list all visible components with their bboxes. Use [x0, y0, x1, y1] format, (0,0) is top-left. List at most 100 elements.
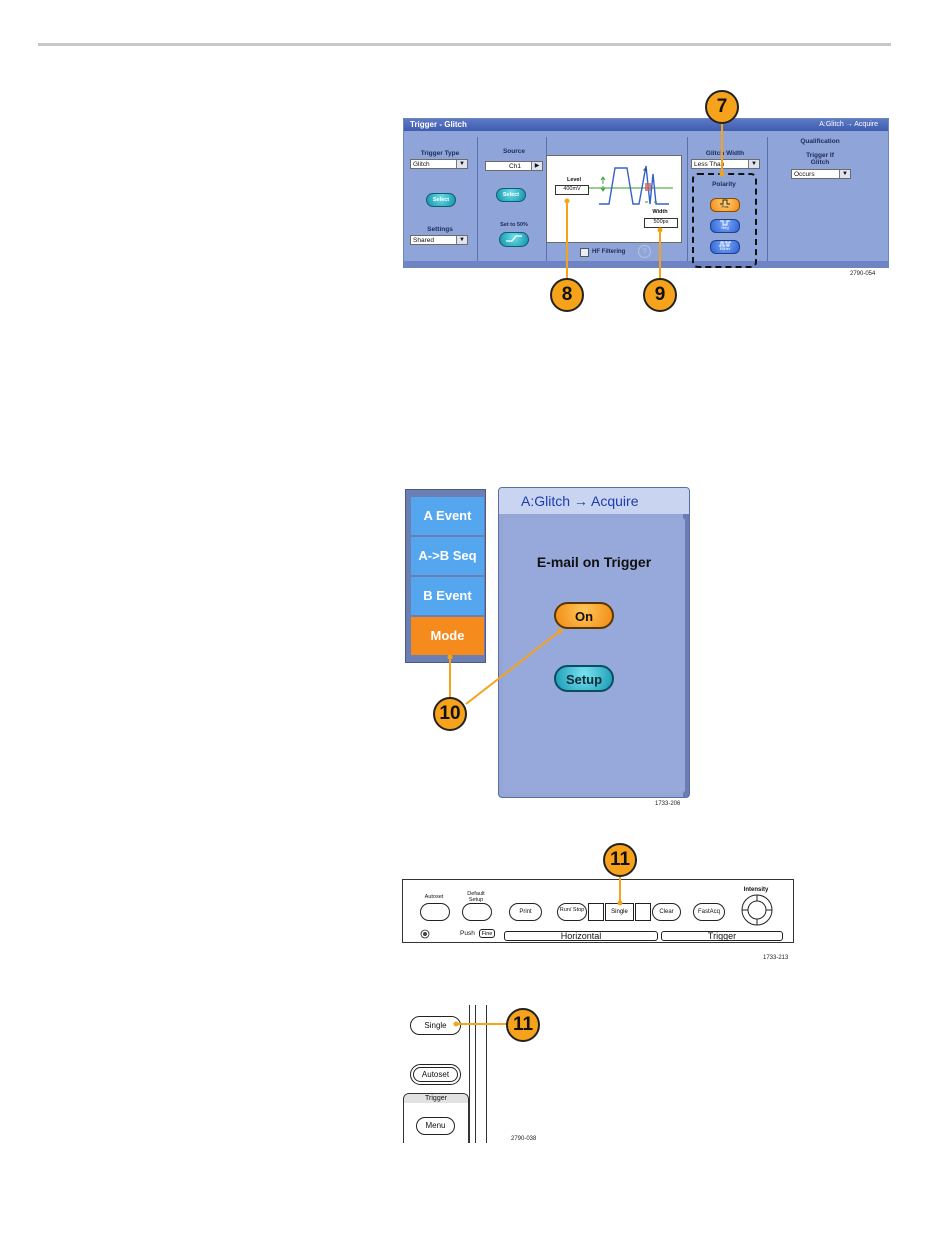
- trigger-type-dropdown[interactable]: Glitch ▼: [410, 159, 468, 169]
- glitch-label: Glitch: [810, 159, 830, 166]
- callout-leader-lines: [617, 870, 623, 906]
- callout-8: 8: [550, 278, 584, 312]
- side-button-a-b-seq[interactable]: A->B Seq: [411, 537, 484, 575]
- fine-button[interactable]: Fine: [479, 929, 495, 938]
- negative-pulse-icon: [720, 220, 730, 226]
- autoset-button[interactable]: Autoset: [413, 1067, 458, 1082]
- trigger-section-label: Trigger: [661, 931, 783, 941]
- polarity-either-button[interactable]: Either: [710, 240, 740, 254]
- mode-panel-header: A:Glitch → Acquire: [499, 488, 689, 514]
- email-setup-button[interactable]: Setup: [554, 665, 614, 692]
- side-button-mode[interactable]: Mode: [411, 617, 484, 655]
- polarity-either-label: Either: [719, 246, 731, 251]
- power-icon: [420, 929, 430, 939]
- callout-leader-lines: [447, 628, 563, 705]
- callout-leader-lines: [453, 1021, 508, 1027]
- side-button-a-event[interactable]: A Event: [411, 497, 484, 535]
- trigger-tab-label: Trigger: [404, 1094, 468, 1103]
- email-on-button[interactable]: On: [554, 602, 614, 629]
- settings-label: Settings: [427, 226, 453, 233]
- level-value[interactable]: 400mV: [555, 185, 589, 195]
- width-label: Width: [652, 209, 668, 215]
- default-setup-label: Default Setup: [467, 891, 485, 903]
- glitch-waveform-graphic: [583, 165, 673, 205]
- trigger-if-value: Occurs: [794, 171, 815, 178]
- callout-11: 11: [506, 1008, 540, 1042]
- menu-button[interactable]: Menu: [416, 1117, 455, 1135]
- autoset-button[interactable]: [420, 903, 450, 921]
- horizontal-section-label: Horizontal: [504, 931, 658, 941]
- polarity-pos-button[interactable]: Pos: [710, 198, 740, 212]
- glitch-width-dropdown[interactable]: Less Than ▼: [691, 159, 760, 169]
- figure-number: 2790-054: [850, 271, 876, 277]
- glitch-width-label: Glitch Width: [705, 150, 745, 157]
- intensity-knob-icon[interactable]: [740, 893, 774, 927]
- divider: [687, 137, 688, 265]
- push-label: Push: [460, 930, 475, 937]
- polarity-label: Polarity: [712, 181, 736, 188]
- chevron-right-icon: ▶: [531, 162, 542, 170]
- qualification-label: Qualification: [800, 138, 840, 145]
- polarity-neg-label: Neg: [721, 225, 729, 230]
- figure-number: 1733-213: [763, 955, 789, 961]
- set-to-50-button[interactable]: [499, 232, 529, 247]
- mode-panel-body: [503, 518, 685, 793]
- autoset-label: Autoset: [424, 894, 444, 900]
- trigger-type-value: Glitch: [413, 161, 430, 168]
- bezel-line: [486, 1005, 487, 1143]
- figure-number: 1733-206: [655, 801, 681, 807]
- settings-dropdown[interactable]: Shared ▼: [410, 235, 468, 245]
- mode-panel: A:Glitch → Acquire E-mail on Trigger On …: [498, 487, 690, 798]
- bezel-line: [469, 1005, 470, 1143]
- default-setup-button[interactable]: [462, 903, 492, 921]
- trigger-type-label: Trigger Type: [420, 150, 460, 157]
- source-select-button[interactable]: Select: [496, 188, 526, 202]
- positive-pulse-icon: [720, 199, 730, 205]
- chevron-down-icon: ▼: [456, 236, 467, 244]
- either-pulse-icon: [719, 241, 731, 247]
- figure-number: 2790-038: [511, 1136, 537, 1142]
- callout-11: 11: [603, 843, 637, 877]
- level-label: Level: [566, 177, 582, 183]
- trigger-group-frame: [403, 1093, 469, 1143]
- trigger-type-select-button[interactable]: Select: [426, 193, 456, 207]
- polarity-neg-button[interactable]: Neg: [710, 219, 740, 233]
- header-rule: [38, 43, 891, 46]
- panel-bottom-bar: [404, 261, 888, 267]
- chevron-down-icon: ▼: [456, 160, 467, 168]
- source-label: Source: [502, 148, 526, 155]
- run-stop-button[interactable]: Run/ Stop: [557, 903, 587, 921]
- callout-leader-lines: [564, 122, 725, 280]
- chevron-down-icon: ▼: [839, 170, 850, 178]
- email-on-trigger-label: E-mail on Trigger: [536, 554, 652, 570]
- rising-edge-icon: [506, 235, 522, 242]
- hf-filtering-label: HF Filtering: [592, 249, 626, 255]
- front-panel: Autoset Default Setup Print Run/ Stop Si…: [402, 879, 794, 943]
- autoset-button-frame: [410, 1064, 461, 1085]
- source-dropdown[interactable]: Ch1 ▶: [485, 161, 543, 171]
- settings-value: Shared: [413, 237, 434, 244]
- single-button[interactable]: Single: [410, 1016, 461, 1035]
- trigger-if-dropdown[interactable]: Occurs ▼: [791, 169, 851, 179]
- fastacq-button[interactable]: FastAcq: [693, 903, 725, 921]
- divider: [477, 137, 478, 265]
- print-button[interactable]: Print: [509, 903, 542, 921]
- side-button-b-event[interactable]: B Event: [411, 577, 484, 615]
- clear-button[interactable]: Clear: [652, 903, 681, 921]
- trigger-if-label: Trigger If: [806, 152, 834, 159]
- help-icon[interactable]: ?: [638, 245, 651, 258]
- panel-title: Trigger - Glitch A:Glitch → Acquire: [404, 119, 888, 131]
- divider: [767, 137, 768, 265]
- single-indicator: [635, 903, 651, 921]
- trigger-side-menu: A Event A->B Seq B Event Mode: [405, 489, 486, 663]
- panel-title-text: Trigger - Glitch: [410, 120, 467, 129]
- chevron-down-icon: ▼: [748, 160, 759, 168]
- bezel-line: [475, 1005, 476, 1143]
- intensity-label: Intensity: [743, 887, 769, 893]
- width-value[interactable]: 500ps: [644, 218, 678, 228]
- polarity-pos-label: Pos: [721, 204, 729, 209]
- hf-filtering-checkbox[interactable]: [580, 248, 589, 257]
- set-to-50-label: Set to 50%: [500, 222, 528, 228]
- callout-7: 7: [705, 90, 739, 124]
- trigger-sequence: A:Glitch → Acquire: [819, 121, 878, 128]
